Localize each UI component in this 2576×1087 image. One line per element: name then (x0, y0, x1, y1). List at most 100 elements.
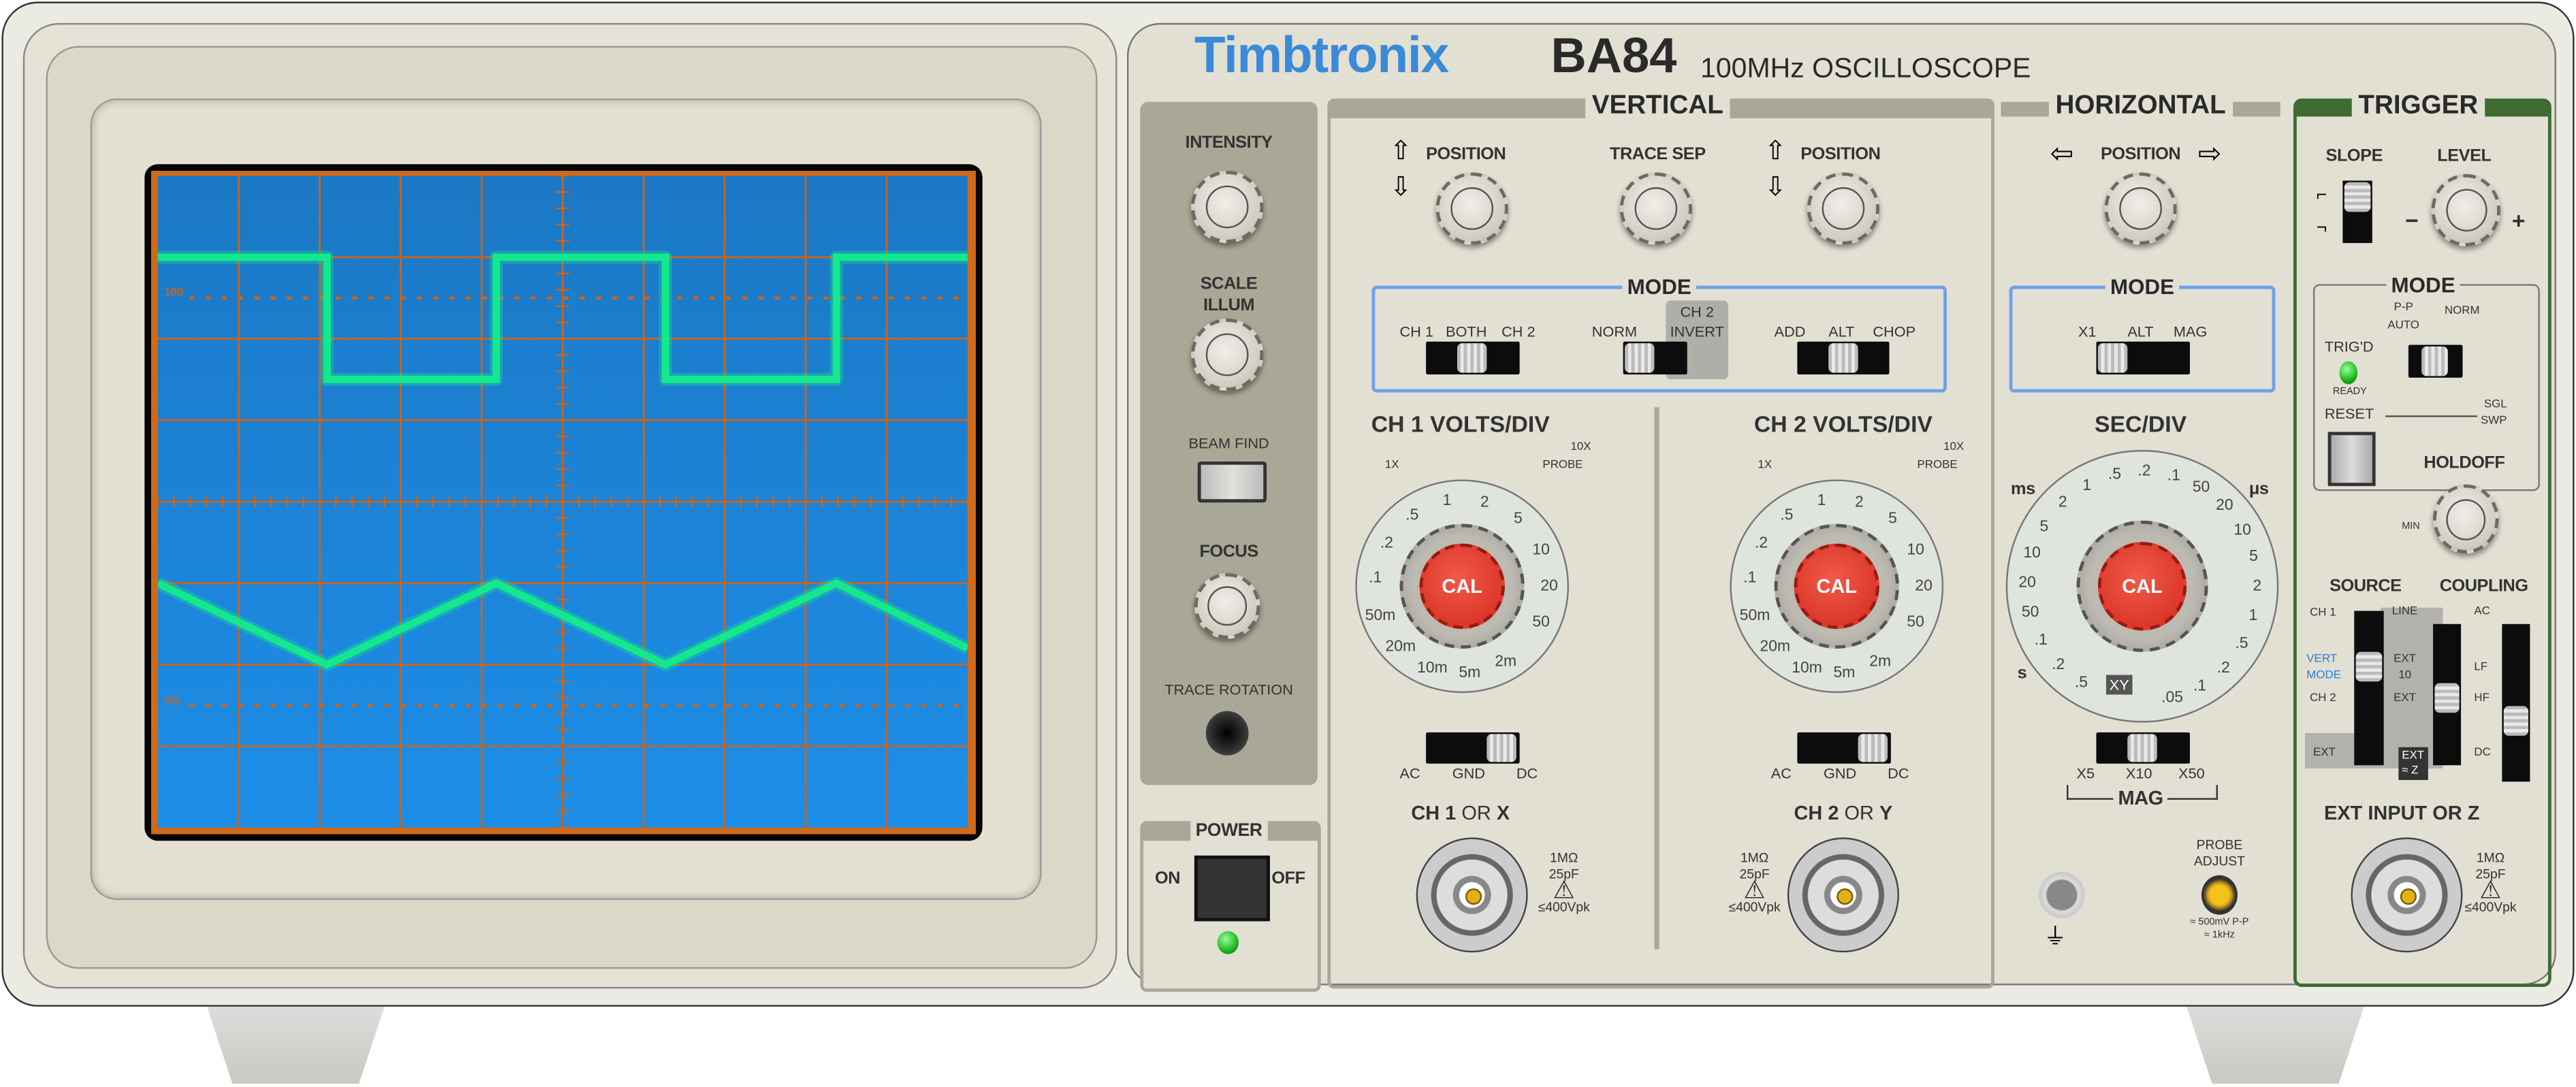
power-off-label: OFF (1271, 869, 1305, 889)
dial-scale-label: .5 (1780, 506, 1794, 524)
ext-line-label: LINE (2391, 606, 2418, 618)
ch2-gnd-label: GND (1823, 765, 1857, 782)
ch1-position-knob[interactable] (1435, 172, 1508, 245)
ch2-bnc-input[interactable] (1787, 837, 1899, 953)
dial-scale-label: 10m (1792, 659, 1822, 677)
dial-scale-label: .5 (2074, 675, 2088, 693)
dial-scale-label: 50 (2021, 603, 2039, 622)
power-label: POWER (1190, 821, 1267, 841)
focus-label: FOCUS (1199, 542, 1258, 562)
ch2-probe-10x-label: 10X (1943, 441, 1965, 453)
dial-scale-label: 2m (1869, 652, 1892, 671)
switch-thumb[interactable] (2434, 683, 2460, 713)
source-vert-label-2: MODE (2306, 670, 2341, 682)
combine-mode-switch[interactable] (1797, 341, 1890, 375)
switch-thumb[interactable] (2097, 343, 2128, 373)
reset-button[interactable] (2327, 432, 2376, 487)
trigger-coupling-switch[interactable] (2502, 623, 2530, 782)
trigd-label: TRIG'D (2324, 338, 2374, 355)
scale-illum-knob[interactable] (1191, 319, 1264, 391)
trace-sep-label: TRACE SEP (1609, 144, 1706, 165)
power-button[interactable] (1194, 855, 1270, 922)
power-led (1217, 930, 1239, 954)
ext-source-switch[interactable] (2433, 623, 2462, 766)
dial-scale-label: 20 (2018, 574, 2036, 592)
impedance: 1MΩ (1740, 850, 1769, 866)
horizontal-position-knob[interactable] (2104, 172, 2177, 245)
foot-left (205, 1001, 386, 1084)
switch-thumb[interactable] (2127, 734, 2157, 762)
ext-label: EXT (2394, 693, 2417, 705)
intensity-knob[interactable] (1191, 170, 1264, 244)
ch2-coupling-switch[interactable] (1797, 732, 1891, 764)
dial-scale-label: 2 (1480, 493, 1489, 512)
ch2-down-arrow-icon: ⇩ (1764, 174, 1787, 202)
switch-thumb[interactable] (2503, 706, 2528, 736)
switch-thumb[interactable] (1625, 343, 1655, 373)
dial-scale-label: 50 (2192, 478, 2210, 497)
switch-thumb[interactable] (2344, 182, 2371, 212)
dial-scale-label: 5 (2249, 548, 2258, 567)
focus-knob[interactable] (1194, 572, 1260, 639)
beam-find-button[interactable] (1197, 461, 1267, 503)
ch1-down-arrow-icon: ⇩ (1390, 174, 1412, 202)
coupling-title: COUPLING (2439, 576, 2528, 596)
dial-scale-label: .1 (2193, 677, 2207, 695)
power-panel (1140, 821, 1321, 992)
pp-auto-label-2: AUTO (2387, 320, 2419, 332)
ch2-cal-knob[interactable]: CAL (1794, 543, 1880, 630)
switch-thumb[interactable] (1457, 343, 1487, 373)
source-switch[interactable] (2354, 611, 2384, 766)
extz-label-2: ≈ Z (2402, 765, 2419, 777)
ch1-bnc-input[interactable] (1416, 837, 1528, 953)
switch-thumb[interactable] (1858, 734, 1888, 762)
probe-adjust-terminal[interactable] (2201, 875, 2238, 915)
switch-thumb[interactable] (2355, 651, 2383, 682)
model-name: BA84 (1551, 29, 1677, 84)
ch1-cal-knob[interactable]: CAL (1419, 543, 1505, 630)
trigger-mode-switch[interactable] (2408, 344, 2463, 378)
sec-div-cal-knob[interactable]: CAL (2097, 542, 2187, 631)
mag-switch[interactable] (2096, 732, 2190, 764)
level-knob[interactable] (2431, 174, 2500, 246)
mode-mag-label: MAG (2173, 323, 2208, 340)
mode-ch2-label: CH 2 (1501, 323, 1536, 340)
warning-icon: ⚠ (1743, 877, 1766, 905)
cal-label: CAL (1816, 574, 1858, 598)
probe-adjust-label-1: PROBE (2196, 837, 2243, 853)
ch1-up-arrow-icon: ⇧ (1390, 137, 1412, 166)
trace-rotation-label: TRACE ROTATION (1164, 681, 1293, 698)
holdoff-knob[interactable] (2433, 484, 2499, 554)
invert-switch[interactable] (1623, 341, 1687, 375)
ch2-position-knob[interactable] (1807, 172, 1880, 245)
brand-logo: Timbtronix (1194, 26, 1449, 84)
slope-switch[interactable] (2342, 180, 2372, 244)
trace-sep-knob[interactable] (1619, 172, 1692, 245)
ch1-position-label: POSITION (1426, 144, 1506, 165)
or-label: OR (1456, 801, 1497, 825)
switch-thumb[interactable] (2421, 346, 2448, 376)
dial-scale-label: .2 (1380, 534, 1394, 552)
impedance: 1MΩ (2476, 850, 2505, 866)
switch-thumb[interactable] (1828, 343, 1858, 373)
switch-thumb[interactable] (1486, 734, 1516, 762)
ch2-dc-label: DC (1888, 765, 1909, 782)
rising-edge-icon: ⌐ (2316, 185, 2327, 206)
vertical-divider (1654, 407, 1659, 950)
ext-bnc-input[interactable] (2351, 837, 2463, 953)
source-ch2-label: CH 2 (2310, 693, 2336, 705)
dial-scale-label: 2 (2253, 578, 2262, 596)
trace-rotation-adjust[interactable] (1205, 711, 1249, 756)
horizontal-mode-switch[interactable] (2096, 341, 2190, 375)
ch1-coupling-switch[interactable] (1426, 732, 1520, 764)
ground-jack[interactable] (2039, 872, 2085, 918)
dial-scale-label: 50 (1907, 614, 1924, 632)
sec-div-title: SEC/DIV (2095, 410, 2187, 437)
dial-scale-label: .5 (1405, 506, 1419, 524)
mode-invert-label-2: INVERT (1670, 323, 1724, 340)
display-mode-switch[interactable] (1426, 341, 1520, 375)
